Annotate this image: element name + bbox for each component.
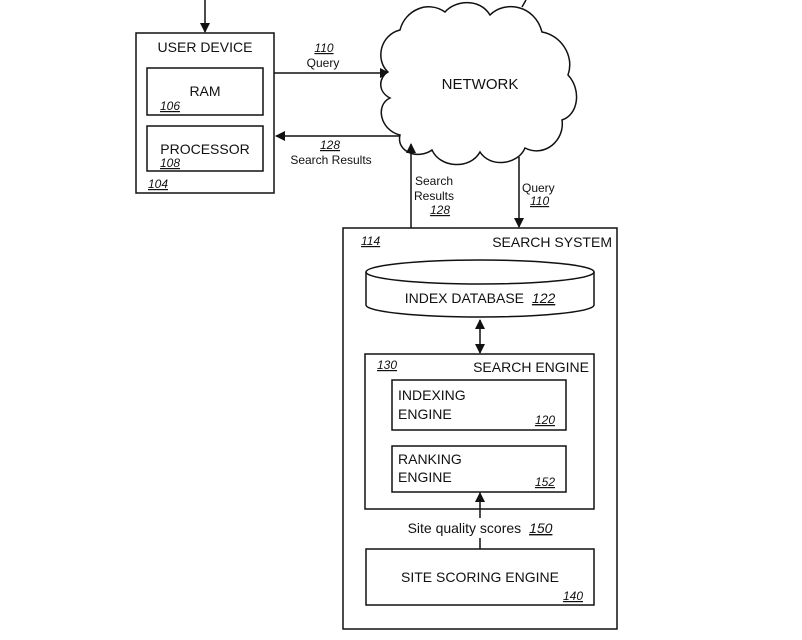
results-label-line2: Results bbox=[414, 189, 454, 203]
site-scoring-engine-label: SITE SCORING ENGINE bbox=[401, 569, 559, 585]
ram-ref: 106 bbox=[160, 99, 180, 113]
network-label: NETWORK bbox=[442, 76, 519, 93]
ram-label: RAM bbox=[189, 83, 220, 99]
network-cloud: NETWORK bbox=[380, 0, 578, 166]
results-label-line1: Search bbox=[415, 174, 453, 188]
user-device: USER DEVICE RAM 106 PROCESSOR 108 104 bbox=[135, 32, 275, 194]
search-system-ref: 114 bbox=[361, 234, 380, 248]
site-scoring-engine: SITE SCORING ENGINE 140 bbox=[365, 548, 595, 606]
user-device-ref: 104 bbox=[148, 177, 168, 191]
processor-box: PROCESSOR 108 bbox=[146, 125, 264, 172]
indexing-engine-line1: INDEXING bbox=[398, 387, 466, 403]
index-database: INDEX DATABASE 122 bbox=[365, 259, 595, 318]
search-system: 114 SEARCH SYSTEM INDEX DATABASE 122 130… bbox=[342, 227, 618, 630]
index-database-ref: 122 bbox=[532, 290, 556, 306]
indexing-engine-line2: ENGINE bbox=[398, 406, 452, 422]
results-ref-left: 128 bbox=[320, 138, 340, 152]
ram-box: RAM 106 bbox=[146, 67, 264, 116]
ranking-engine: RANKING ENGINE 152 bbox=[391, 445, 567, 493]
site-quality-ref: 150 bbox=[529, 520, 553, 536]
query-label-top: Query bbox=[307, 56, 340, 70]
indexing-engine-ref: 120 bbox=[535, 413, 555, 427]
results-ref-vertical: 128 bbox=[430, 203, 450, 217]
search-engine-ref: 130 bbox=[377, 358, 397, 372]
query-label-vertical: Query bbox=[522, 181, 555, 195]
site-scoring-engine-ref: 140 bbox=[563, 589, 583, 603]
ranking-engine-ref: 152 bbox=[535, 475, 555, 489]
svg-text:INDEX DATABASE 122: INDEX DATABASE 122 bbox=[405, 290, 556, 306]
processor-label: PROCESSOR bbox=[160, 141, 249, 157]
search-engine-title: SEARCH ENGINE bbox=[473, 359, 589, 375]
search-engine: 130 SEARCH ENGINE INDEXING ENGINE 120 RA… bbox=[364, 353, 595, 510]
svg-text:Site quality scores 150: Site quality scores 150 bbox=[408, 520, 553, 536]
ranking-engine-line1: RANKING bbox=[398, 451, 462, 467]
processor-ref: 108 bbox=[160, 156, 180, 170]
ranking-engine-line2: ENGINE bbox=[398, 469, 452, 485]
indexing-engine: INDEXING ENGINE 120 bbox=[391, 379, 567, 431]
query-ref-vertical: 110 bbox=[530, 194, 549, 208]
site-quality-label: Site quality scores bbox=[408, 520, 522, 536]
index-database-label: INDEX DATABASE bbox=[405, 290, 524, 306]
search-system-title: SEARCH SYSTEM bbox=[492, 234, 612, 250]
query-ref-top: 110 bbox=[314, 41, 333, 55]
results-label-left: Search Results bbox=[290, 153, 371, 167]
user-device-title: USER DEVICE bbox=[158, 39, 253, 55]
